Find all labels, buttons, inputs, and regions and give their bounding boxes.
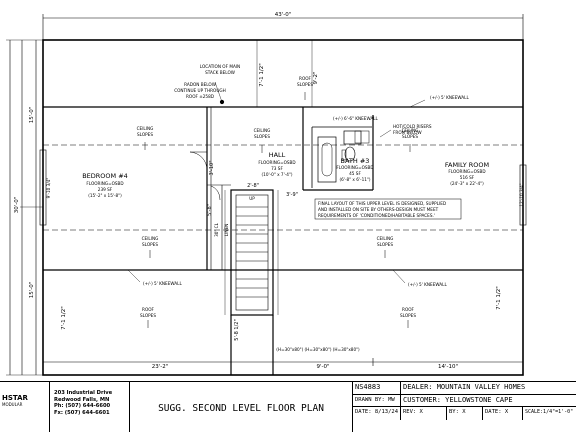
room-bath-name: BATH #3 xyxy=(341,157,370,165)
room-hall-floor: FLOORING=OSBD xyxy=(258,160,295,165)
job-number: NS4883 xyxy=(353,382,401,394)
slopes-label-br: SLOPES xyxy=(400,313,416,318)
room-hall-name: HALL xyxy=(269,151,286,159)
row-date-rev: DATE: 8/13/24 REV: X BY: X DATE: X SCALE… xyxy=(353,407,576,420)
dim-stair-small3: 2'-8" xyxy=(247,183,259,189)
ceiling-label-5: CEILING xyxy=(377,236,394,241)
radon-note-line3: RADON BELOW xyxy=(184,82,216,87)
customer-name: CUSTOMER: YELLOWSTONE CAPE xyxy=(403,395,513,404)
drawing-date: DATE: 8/13/24 xyxy=(353,407,401,420)
hotcold-line1: HOT/COLD RISERS xyxy=(393,124,432,129)
kneewall-top: (+/-) 5' KNEEWALL xyxy=(430,95,469,100)
room-bedroom-name: BEDROOM #4 xyxy=(82,172,128,180)
ceiling-label-1: CEILING xyxy=(137,126,154,131)
kneewall-bath: (+/-) 6'-6" KNEEWALL xyxy=(333,116,379,121)
dealer-name: DEALER: MOUNTAIN VALLEY HOMES xyxy=(403,383,526,391)
note-line2: AND INSTALLED ON SITE BY OTHERS-DESIGN M… xyxy=(318,207,439,212)
room-bath-sf: 45 SF xyxy=(349,171,361,176)
dim-left-height-top: 15'-0" xyxy=(29,107,35,124)
radon-note-line4: CONTINUE UP THROUGH xyxy=(174,88,226,93)
company-address: 203 Industrial Drive Redwood Falls, MN P… xyxy=(50,382,130,432)
ceiling-label-2: CEILING xyxy=(254,128,271,133)
logo-text: HSTAR xyxy=(2,394,28,402)
dim-inner-top: 7'-1 1/2" xyxy=(259,63,265,87)
roof-label-top: ROOF xyxy=(299,76,312,81)
room-bedroom-size: (15'-2" x 15'-8") xyxy=(88,193,122,198)
room-family-name: FAMILY ROOM xyxy=(445,161,489,169)
dim-stair-small2: 3'-9" xyxy=(286,192,298,198)
kneewall-bottom-right: (+/-) 5' KNEEWALL xyxy=(408,282,447,287)
fax-number: Fx: (507) 644-6601 xyxy=(54,409,110,416)
revised-by: BY: X xyxy=(447,407,483,420)
drawn-by: DRAWN BY: MW xyxy=(353,394,401,406)
drawing-title: SUGG. SECOND LEVEL FLOOR PLAN xyxy=(130,382,353,432)
stair-up-label: UP xyxy=(249,196,255,201)
radon-note-line1: LOCATION OF MAIN xyxy=(200,64,240,69)
dim-overall-width: 43'-0" xyxy=(275,12,292,18)
address-line2: Redwood Falls, MN xyxy=(54,396,110,403)
room-bedroom-floor: FLOORING=OSBD xyxy=(86,181,123,186)
room-bedroom-sf: 239 SF xyxy=(98,187,113,192)
room-hall-sf: 73 SF xyxy=(271,166,283,171)
row-drawn-customer: DRAWN BY: MW CUSTOMER: YELLOWSTONE CAPE xyxy=(353,394,576,407)
roof-label-br: ROOF xyxy=(402,307,415,312)
phone-number: Ph: (507) 644-6600 xyxy=(54,403,111,410)
title-block-info: NS4883 DEALER: MOUNTAIN VALLEY HOMES DRA… xyxy=(353,382,576,432)
room-hall-size: (10'-0" x 7'-4") xyxy=(262,172,293,177)
ceiling-label-3: CEILING xyxy=(402,128,419,133)
room-family-floor: FLOORING=OSBD xyxy=(448,169,485,174)
slopes-label-top: SLOPES xyxy=(297,82,313,87)
revision: REV: X xyxy=(401,407,447,420)
slopes-label-3: SLOPES xyxy=(402,134,418,139)
slopes-label-5: SLOPES xyxy=(377,242,393,247)
dim-stair-mid: 5'-8" xyxy=(207,204,213,216)
room-bath-floor: FLOORING=OSBD xyxy=(336,165,373,170)
dim-middle-lower: 9'-0" xyxy=(316,364,329,370)
kneewall-bottom-left: (+/-) 5' KNEEWALL xyxy=(143,281,182,286)
dim-inner-bottom-right: 7'-1 1/2" xyxy=(496,286,502,310)
revision-date: DATE: X xyxy=(483,407,523,420)
slopes-label-4: SLOPES xyxy=(142,242,158,247)
radon-note-line5: ROOF ±258D xyxy=(186,94,214,99)
dim-right-side-mid: 12'-10 3/4" xyxy=(519,183,524,206)
slopes-label-2: SLOPES xyxy=(254,134,270,139)
note-line3: REQUIREMENTS OF 'CONDITIONED/HABITABLE S… xyxy=(318,213,435,218)
dim-left-height-total: 30'-0" xyxy=(14,197,20,214)
dim-right-lower: 14'-10" xyxy=(438,364,458,370)
closet-left-label: 30" CL xyxy=(214,222,219,237)
header-bottom-label: (H=30"x80") (H=30"x80") (H=30"x80") xyxy=(276,347,360,352)
room-bath-size: (6'-8" x 6'-11") xyxy=(340,177,371,182)
dim-left-height-bottom: 15'-0" xyxy=(29,282,35,299)
title-block: HSTAR MODULAR 203 Industrial Drive Redwo… xyxy=(0,381,576,432)
ceiling-label-4: CEILING xyxy=(142,236,159,241)
company-logo: HSTAR MODULAR xyxy=(0,382,50,432)
dim-stair-bottom: 5'-8 1/2" xyxy=(234,319,240,340)
dim-left-side-mid: 9'-10 3/4" xyxy=(46,178,51,199)
logo-subtext: MODULAR xyxy=(2,402,23,407)
room-family-size: (24'-3" x 22'-4") xyxy=(450,181,484,186)
linen-label: LINEN xyxy=(224,224,229,236)
room-family-sf: 516 SF xyxy=(460,175,475,180)
radon-note-line2: STACK BELOW xyxy=(205,70,235,75)
dim-stair-top: 9'-2" xyxy=(313,71,319,84)
dim-inner-bottom-left: 7'-1 1/2" xyxy=(61,306,67,330)
hotcold-line2: FROM BELOW xyxy=(393,130,422,135)
slopes-label-bl: SLOPES xyxy=(140,313,156,318)
address-line1: 203 Industrial Drive xyxy=(54,390,113,396)
slopes-label-1: SLOPES xyxy=(137,132,153,137)
row-job-dealer: NS4883 DEALER: MOUNTAIN VALLEY HOMES xyxy=(353,382,576,395)
dim-stair-small1: 3'-10" xyxy=(209,160,215,175)
note-line1: FINAL LAYOUT OF THIS UPPER LEVEL IS DESI… xyxy=(318,201,446,206)
drawing-scale: SCALE:1/4"=1'-0" xyxy=(525,409,574,415)
dim-left-lower: 23'-2" xyxy=(152,364,169,370)
roof-label-bl: ROOF xyxy=(142,307,155,312)
